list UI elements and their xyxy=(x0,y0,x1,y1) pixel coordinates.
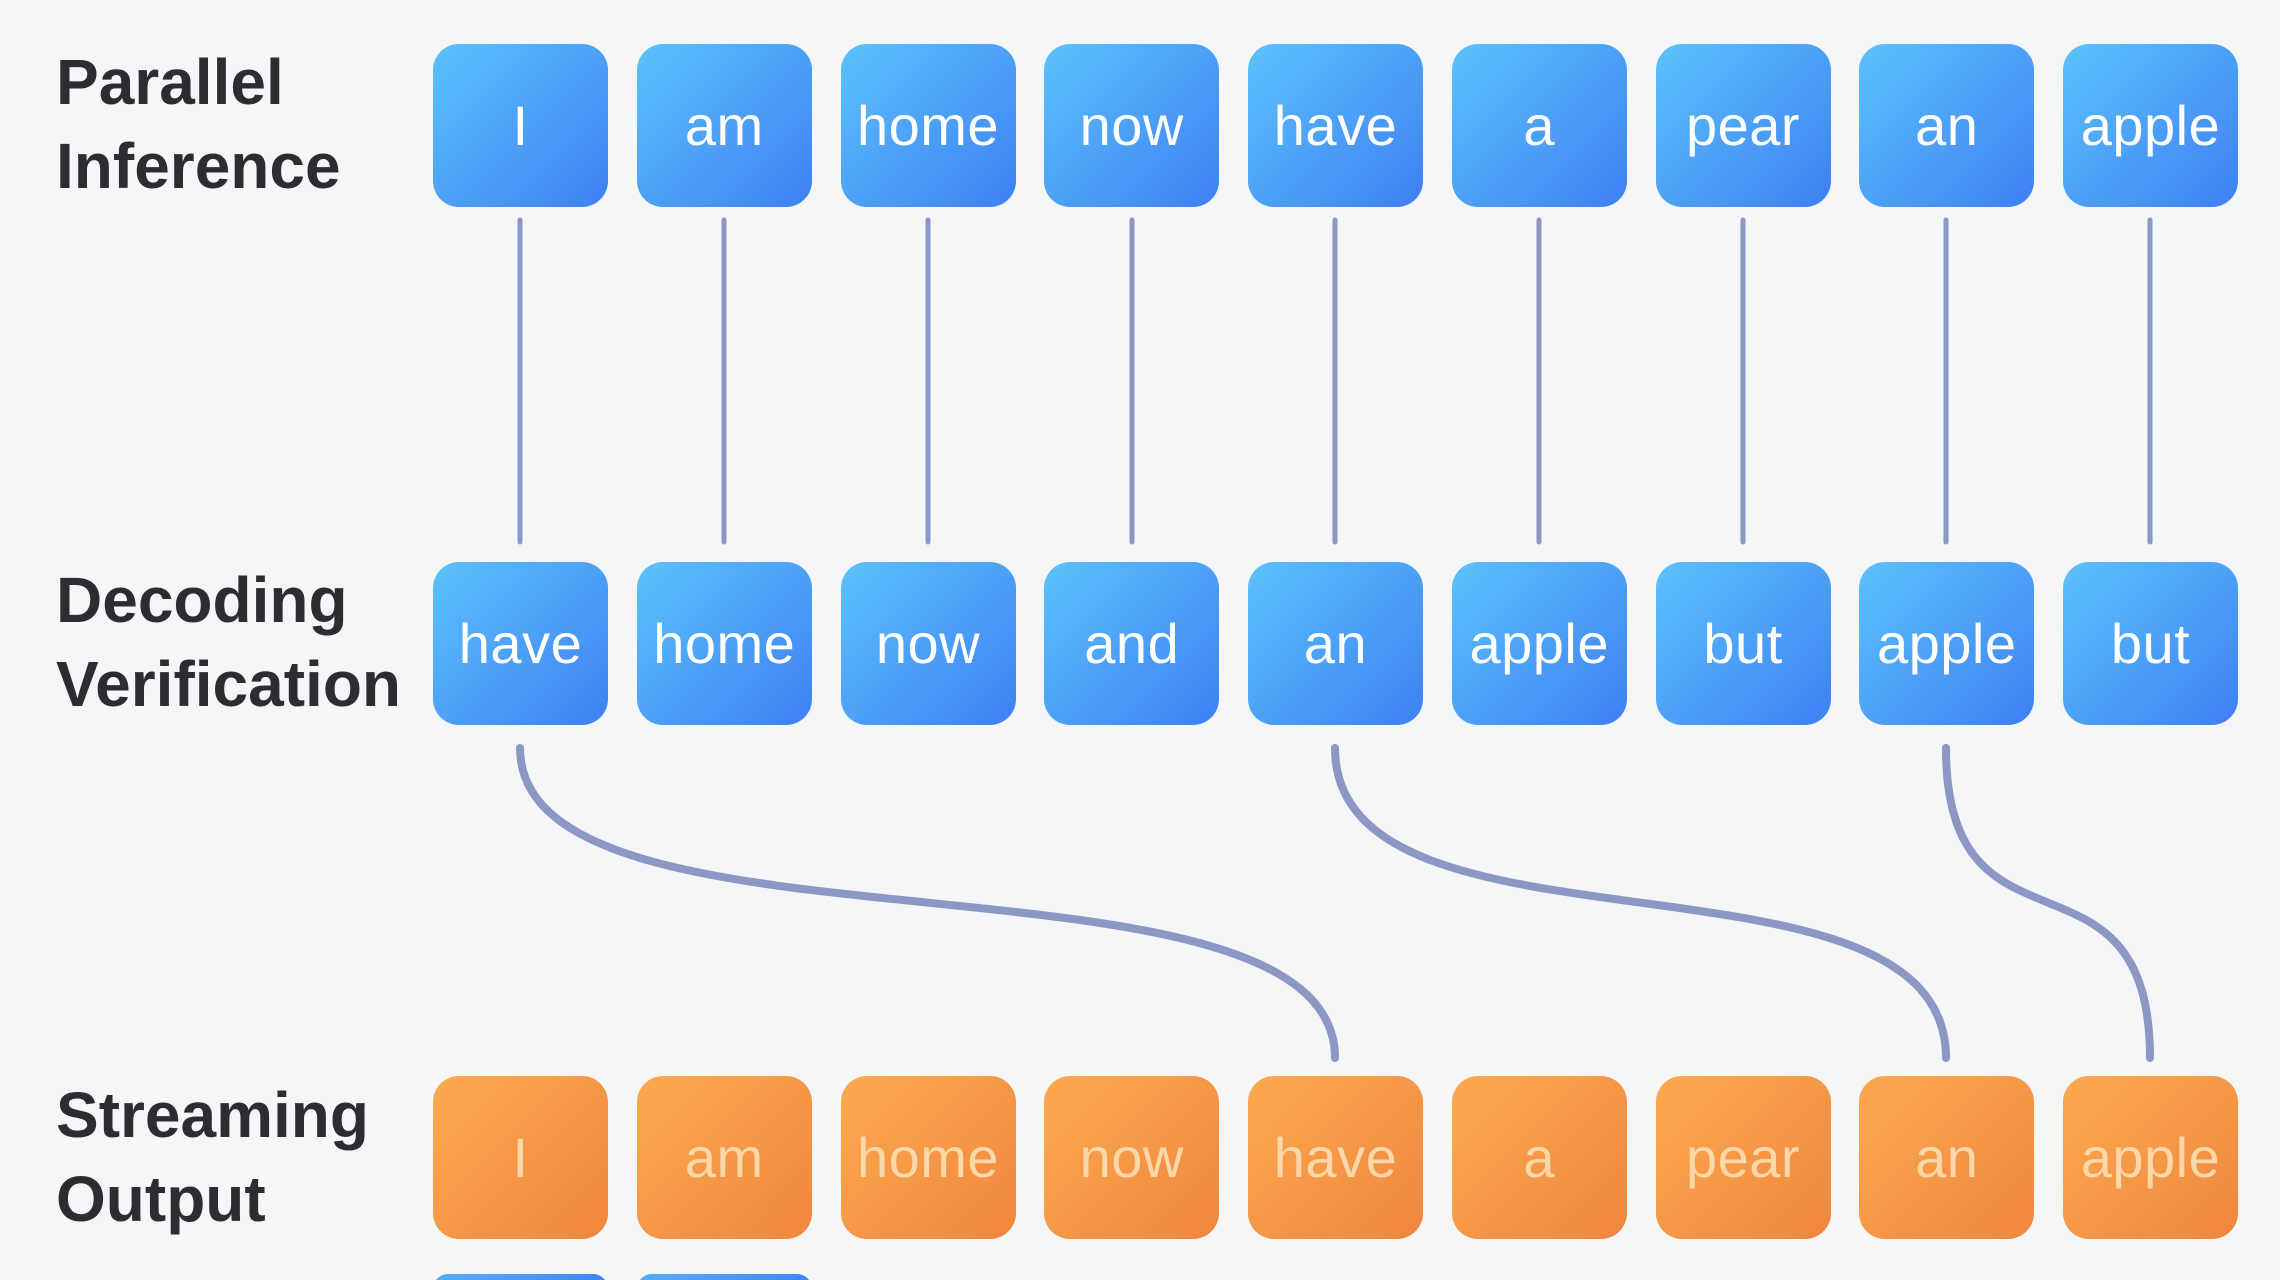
cropped-next-row-box xyxy=(637,1274,812,1280)
streaming-output-row: I am home now have a pear an apple xyxy=(433,1076,2238,1239)
token-box: a xyxy=(1451,1076,1627,1239)
label-line: Streaming xyxy=(56,1079,369,1151)
token-box: apple xyxy=(2063,44,2238,207)
label-line: Decoding xyxy=(56,564,348,636)
token-box: an xyxy=(1248,562,1423,725)
token-box: pear xyxy=(1655,1076,1831,1239)
cropped-next-row-box xyxy=(433,1274,608,1280)
token-box: now xyxy=(1044,1076,1220,1239)
token-box: have xyxy=(1248,44,1423,207)
token-box: but xyxy=(1655,562,1831,725)
token-box: a xyxy=(1451,44,1627,207)
decoding-verification-row: have home now and an apple but apple but xyxy=(433,562,2238,725)
token-box: pear xyxy=(1655,44,1831,207)
token-box: home xyxy=(840,1076,1016,1239)
label-streaming-output: Streaming Output xyxy=(56,1073,369,1241)
token-box: am xyxy=(636,1076,812,1239)
label-line: Verification xyxy=(56,648,401,720)
token-box: apple xyxy=(1859,562,2035,725)
token-box: am xyxy=(636,44,812,207)
token-box: home xyxy=(636,562,812,725)
token-box: but xyxy=(2063,562,2238,725)
token-box: apple xyxy=(1451,562,1627,725)
token-box: and xyxy=(1044,562,1220,725)
token-box: apple xyxy=(2063,1076,2238,1239)
label-line: Parallel xyxy=(56,46,284,118)
label-line: Output xyxy=(56,1163,266,1235)
label-parallel-inference: Parallel Inference xyxy=(56,40,341,208)
label-line: Inference xyxy=(56,130,341,202)
token-box: have xyxy=(433,562,608,725)
accepted-token-curve xyxy=(1331,744,1950,1062)
accepted-token-curve xyxy=(516,744,1339,1062)
parallel-inference-row: I am home now have a pear an apple xyxy=(433,44,2238,207)
token-box: have xyxy=(1248,1076,1423,1239)
token-box: an xyxy=(1859,44,2035,207)
token-box: now xyxy=(1044,44,1220,207)
token-box: I xyxy=(433,44,608,207)
token-box: home xyxy=(840,44,1016,207)
accepted-token-curve xyxy=(1942,744,2154,1062)
token-box: an xyxy=(1859,1076,2035,1239)
token-box: now xyxy=(840,562,1016,725)
label-decoding-verification: Decoding Verification xyxy=(56,558,401,726)
token-box: I xyxy=(433,1076,608,1239)
